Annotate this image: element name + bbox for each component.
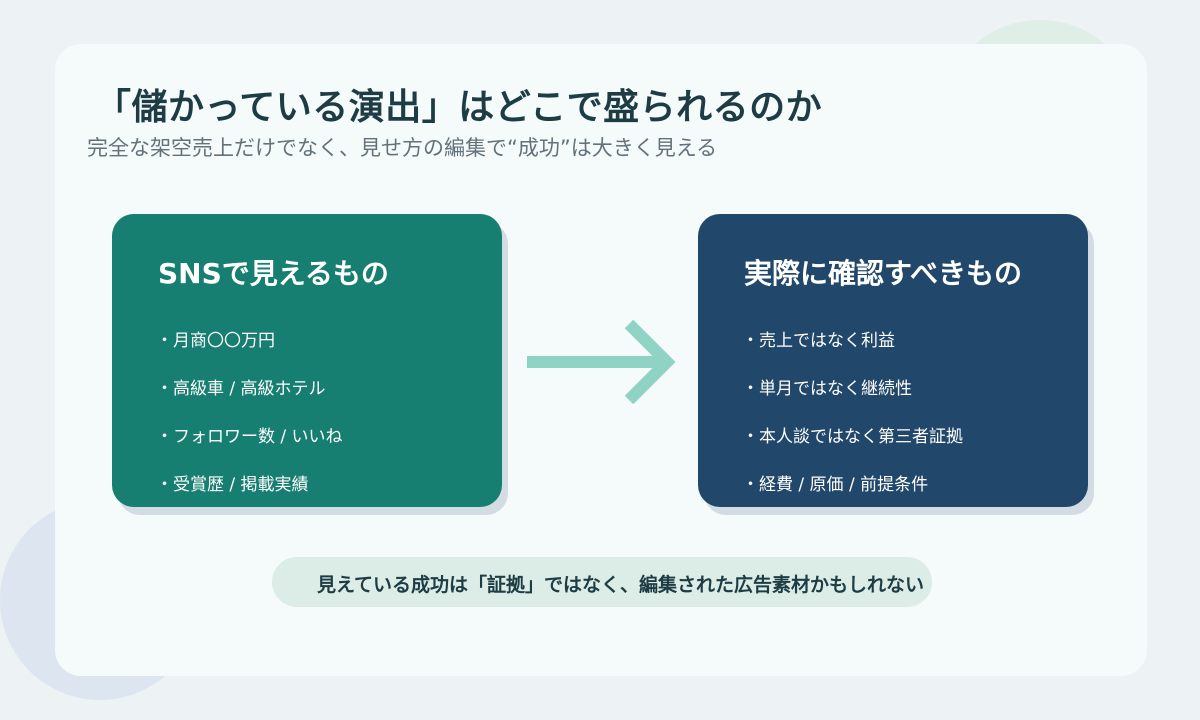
should-verify-heading: 実際に確認すべきもの (744, 257, 1023, 290)
should-verify-box: 実際に確認すべきもの 売上ではなく利益 単月ではなく継続性 本人談ではなく第三者… (698, 214, 1088, 507)
list-item: 受賞歴 / 掲載実績 (156, 470, 343, 518)
conclusion-text: 見えている成功は「証拠」ではなく、編集された広告素材かもしれない (317, 574, 925, 596)
should-verify-list: 売上ではなく利益 単月ではなく継続性 本人談ではなく第三者証拠 経費 / 原価 … (742, 326, 963, 518)
list-item: 経費 / 原価 / 前提条件 (742, 470, 963, 518)
list-item: 月商〇〇万円 (156, 326, 343, 374)
list-item: 単月ではなく継続性 (742, 374, 963, 422)
page-subtitle: 完全な架空売上だけでなく、見せ方の編集で“成功”は大きく見える (87, 136, 718, 160)
slide-card: 「儲かっている演出」はどこで盛られるのか 完全な架空売上だけでなく、見せ方の編集… (55, 44, 1147, 676)
conclusion-banner (272, 557, 932, 607)
arrow-right-icon (527, 320, 676, 404)
sns-visible-list: 月商〇〇万円 高級車 / 高級ホテル フォロワー数 / いいね 受賞歴 / 掲載… (156, 326, 343, 518)
list-item: 高級車 / 高級ホテル (156, 374, 343, 422)
page-title: 「儲かっている演出」はどこで盛られるのか (95, 87, 823, 128)
sns-visible-box: SNSで見えるもの 月商〇〇万円 高級車 / 高級ホテル フォロワー数 / いい… (112, 214, 502, 507)
list-item: 本人談ではなく第三者証拠 (742, 422, 963, 470)
list-item: フォロワー数 / いいね (156, 422, 343, 470)
list-item: 売上ではなく利益 (742, 326, 963, 374)
sns-visible-heading: SNSで見えるもの (158, 257, 389, 290)
